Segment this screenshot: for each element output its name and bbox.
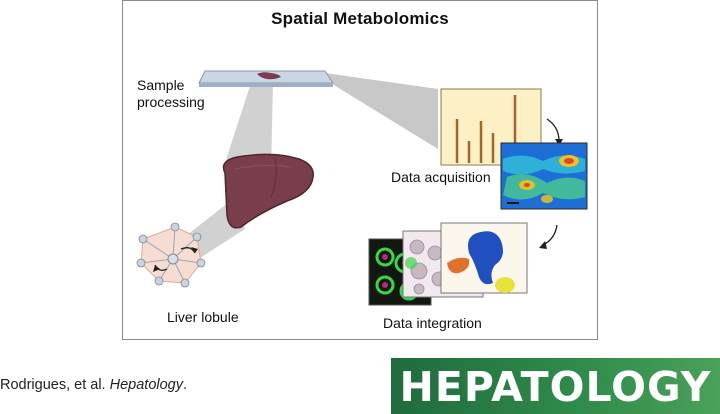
- liver-lobule-illustration: [136, 222, 206, 288]
- slide-to-liver-cone: [223, 83, 273, 171]
- workflow-diagram: [136, 70, 588, 306]
- hepatology-logo: HEPATOLOGY: [391, 358, 720, 414]
- figure-title: Spatial Metabolomics: [271, 9, 449, 28]
- slide-to-spectrum-cone: [311, 71, 438, 149]
- ion-heatmap-panel: [500, 142, 588, 210]
- citation: Rodrigues, et al. Hepatology.: [0, 377, 188, 393]
- acquisition-arrow: [546, 118, 560, 142]
- spatial-metabolomics-figure: Spatial Metabolomics Sample processing D…: [122, 0, 598, 340]
- citation-journal: Hepatology: [109, 377, 183, 393]
- citation-authors: Rodrigues, et al.: [0, 377, 106, 393]
- label-data-integration: Data integration: [383, 315, 482, 331]
- liver-illustration: [222, 153, 314, 229]
- segmentation-image-panel: [440, 222, 528, 294]
- label-sample-processing: Sample processing: [137, 77, 205, 110]
- logo-text: HEPATOLOGY: [399, 363, 712, 411]
- label-data-acquisition: Data acquisition: [391, 169, 491, 185]
- label-liver-lobule: Liver lobule: [167, 309, 239, 325]
- tissue-slide: [198, 70, 334, 87]
